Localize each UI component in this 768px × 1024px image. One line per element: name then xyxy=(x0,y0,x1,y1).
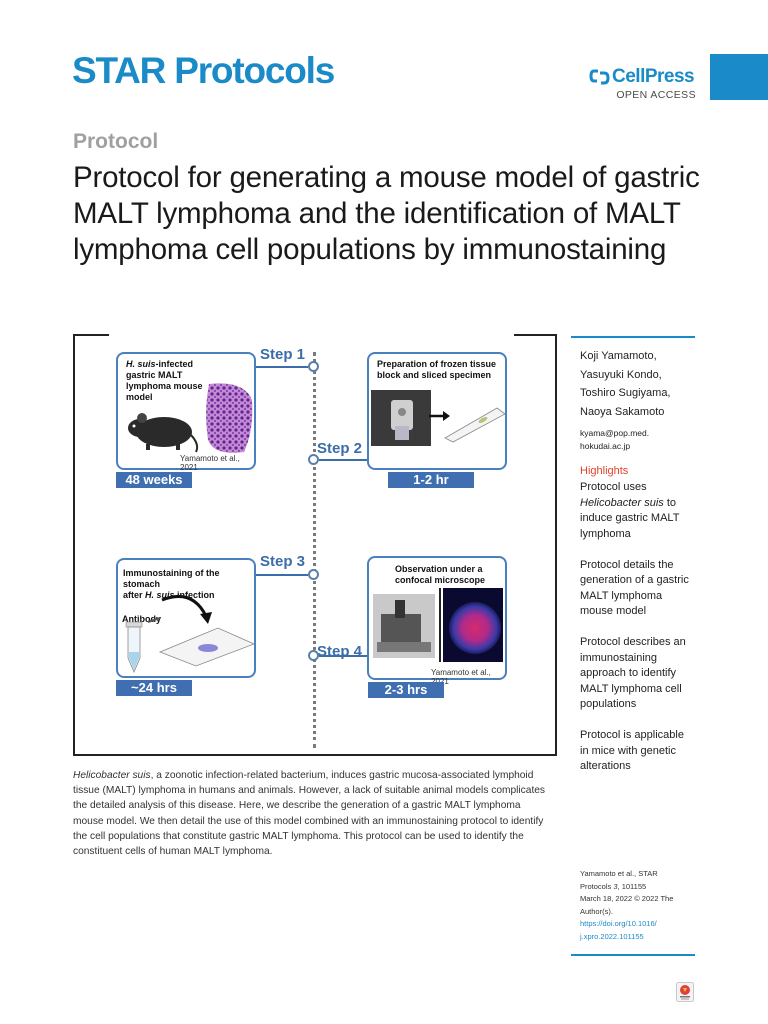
author-list: Koji Yamamoto, Yasuyuki Kondo, Toshiro S… xyxy=(580,347,671,421)
cellpress-brand[interactable]: CellPress OPEN ACCESS xyxy=(589,66,696,101)
highlights-list: Protocol uses Helicobacter suis to induc… xyxy=(580,480,695,790)
figure-border-bottom xyxy=(73,754,557,756)
doi-link[interactable]: j.xpro.2022.101155 xyxy=(580,931,644,941)
email-line: kyama@pop.med. xyxy=(580,428,650,438)
highlight-item: Protocol is applicable in mice with gene… xyxy=(580,729,684,772)
author-name: Yasuyuki Kondo, xyxy=(580,368,662,381)
panel-frozen-tissue: Preparation of frozen tissue block and s… xyxy=(367,352,507,470)
highlight-item: Protocol uses Helicobacter suis to induc… xyxy=(580,481,680,540)
step-1-node xyxy=(308,361,319,372)
reference-line: Protocols 3, 101155 xyxy=(580,881,647,891)
check-for-updates-icon[interactable] xyxy=(676,982,694,1002)
header-accent-bar xyxy=(710,54,768,100)
panel-1-duration: 48 weeks xyxy=(116,472,192,488)
monitor-frame xyxy=(439,588,441,662)
arrow-right-icon xyxy=(429,411,450,421)
author-name: Naoya Sakamoto xyxy=(580,405,665,418)
microscope-photo xyxy=(373,594,435,658)
antibody-label: Antibody xyxy=(122,614,161,624)
step-2-connector xyxy=(319,459,367,461)
author-name: Toshiro Sugiyama, xyxy=(580,387,671,399)
confocal-image xyxy=(443,588,503,662)
step-4-node xyxy=(308,650,319,661)
glass-slide-icon xyxy=(444,407,506,443)
pipette-arrow-icon xyxy=(147,595,212,624)
microtome-photo xyxy=(371,390,431,446)
article-type: Protocol xyxy=(73,130,159,153)
step-3-connector xyxy=(256,574,308,576)
step-4-connector xyxy=(319,655,367,657)
cellpress-link-icon xyxy=(589,69,610,85)
article-title: Protocol for generating a mouse model of… xyxy=(73,161,700,266)
open-access-label: OPEN ACCESS xyxy=(616,89,696,101)
panel-1-citation: Yamamoto et al., 2021 xyxy=(180,454,240,472)
timeline-line xyxy=(313,352,316,748)
correspondence-email[interactable]: kyama@pop.med. hokudai.ac.jp xyxy=(580,427,649,452)
highlight-item: Protocol details the generation of a gas… xyxy=(580,558,689,618)
mouse-icon xyxy=(128,413,199,453)
highlight-item: Protocol describes an immunostaining app… xyxy=(580,636,686,710)
stained-slide-icon xyxy=(158,627,256,667)
figure-border-left xyxy=(73,334,75,756)
journal-title: STAR Protocols xyxy=(72,50,335,91)
email-line: hokudai.ac.jp xyxy=(580,440,631,451)
abstract-text: Helicobacter suis, a zoonotic infection-… xyxy=(73,770,546,858)
author-name: Koji Yamamoto, xyxy=(580,350,657,362)
step-3-label: Step 3 xyxy=(260,553,306,570)
step-1-connector xyxy=(256,366,308,368)
step-2-label: Step 2 xyxy=(317,440,363,457)
doi-link[interactable]: https://doi.org/10.1016/ xyxy=(580,919,657,928)
panel-2-duration: 1-2 hr xyxy=(388,472,474,488)
reference-line: Yamamoto et al., STAR xyxy=(580,869,658,878)
publisher-name: CellPress xyxy=(612,66,695,87)
panel-3-duration: ~24 hrs xyxy=(116,680,192,696)
cellpress-logo: CellPress xyxy=(589,66,696,88)
panel-4-duration: 2-3 hrs xyxy=(368,682,444,698)
step-1-label: Step 1 xyxy=(260,346,306,363)
panel-2-title: Preparation of frozen tissue block and s… xyxy=(377,359,497,380)
histology-image xyxy=(206,383,253,453)
panel-4-title: Observation under a confocal microscope xyxy=(395,564,486,585)
panel-4-citation: Yamamoto et al., 2021 xyxy=(431,668,491,686)
step-2-node xyxy=(308,454,319,465)
panel-mouse-model: H. suis-infected gastric MALT lymphoma m… xyxy=(116,352,256,472)
panel-confocal: Observation under a confocal microscope xyxy=(367,556,507,686)
graphical-abstract: Step 1 Step 2 Step 3 Step 4 H. suis-infe… xyxy=(73,334,557,756)
reference-line: March 18, 2022 © 2022 The xyxy=(580,894,674,903)
figure-border-top-left xyxy=(73,334,109,336)
sidebar-bottom-rule xyxy=(571,954,695,956)
figure-content: Step 1 Step 2 Step 3 Step 4 H. suis-infe… xyxy=(110,338,514,750)
figure-border-top-right xyxy=(514,334,557,336)
panel-1-title: H. suis-infected gastric MALT lymphoma m… xyxy=(126,359,203,402)
sidebar-top-rule xyxy=(571,336,695,338)
step-3-node xyxy=(308,569,319,580)
reference-line: Author(s). xyxy=(580,906,613,916)
step-4-label: Step 4 xyxy=(317,643,363,660)
figure-border-right xyxy=(555,334,557,756)
citation-reference: Yamamoto et al., STAR Protocols 3, 10115… xyxy=(580,868,695,943)
highlights-heading: Highlights xyxy=(580,465,629,477)
tube-icon xyxy=(125,621,143,674)
